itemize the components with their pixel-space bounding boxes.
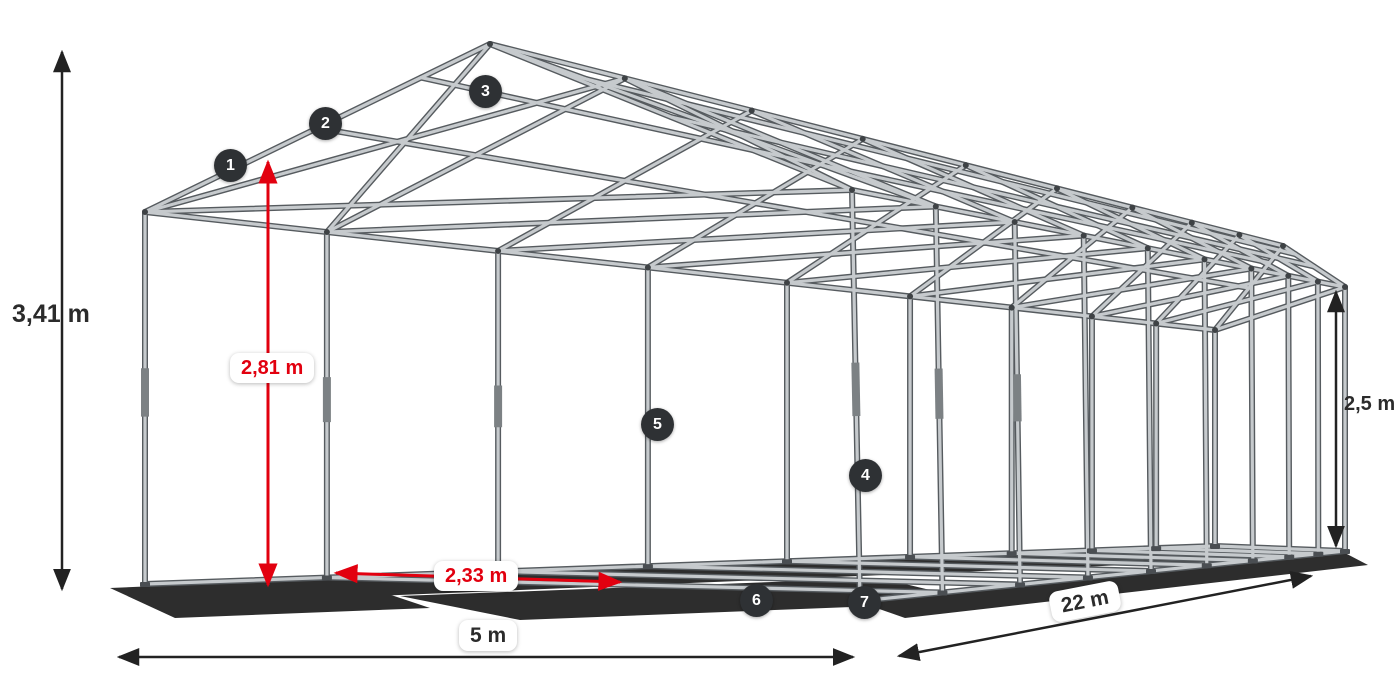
width-label: 5 m — [459, 620, 518, 652]
part-badge-2[interactable]: 2 — [309, 107, 342, 140]
part-badge-5[interactable]: 5 — [641, 408, 674, 441]
frame-joints — [140, 41, 1350, 604]
part-badge-1[interactable]: 1 — [214, 149, 247, 182]
part-badge-7[interactable]: 7 — [848, 586, 881, 619]
part-badge-3[interactable]: 3 — [469, 75, 502, 108]
inner-height-label: 2,81 m — [230, 353, 315, 383]
part-badge-6[interactable]: 6 — [740, 584, 773, 617]
side-height-label: 2,5 m — [1344, 393, 1396, 415]
part-badge-4[interactable]: 4 — [849, 459, 882, 492]
total-height-label: 3,41 m — [12, 300, 90, 328]
post-spacing-label: 2,33 m — [434, 561, 519, 591]
length-arrow — [896, 571, 1314, 661]
